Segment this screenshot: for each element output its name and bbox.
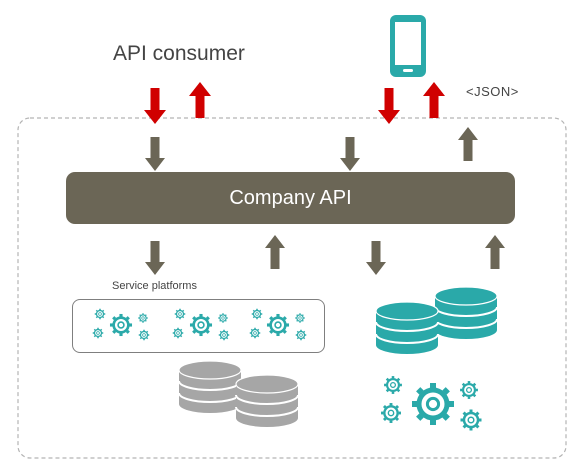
gear-cluster-icon [92,308,150,341]
database-icon [375,286,498,355]
response-arrow-up [189,82,211,118]
response-arrow-up [423,82,445,118]
system-boundary [17,117,567,459]
inbound-arrow [145,137,165,171]
gear-cluster-icon [379,374,483,432]
company-api-label: Company API [229,186,352,209]
mobile-phone-icon [390,15,426,77]
upstream-arrow [485,235,505,269]
upstream-arrow [265,235,285,269]
json-format-label: <JSON> [466,84,519,99]
request-arrow-down [144,88,166,124]
service-platforms-label: Service platforms [112,280,197,292]
downstream-arrow [145,241,165,275]
gear-cluster-icon [249,308,307,341]
database-icon [178,360,299,428]
outbound-arrow [458,127,478,161]
api-consumer-label: API consumer [113,42,245,65]
downstream-arrow [366,241,386,275]
inbound-arrow [340,137,360,171]
gear-cluster-icon [172,308,230,341]
company-api-bar: Company API [66,172,515,224]
